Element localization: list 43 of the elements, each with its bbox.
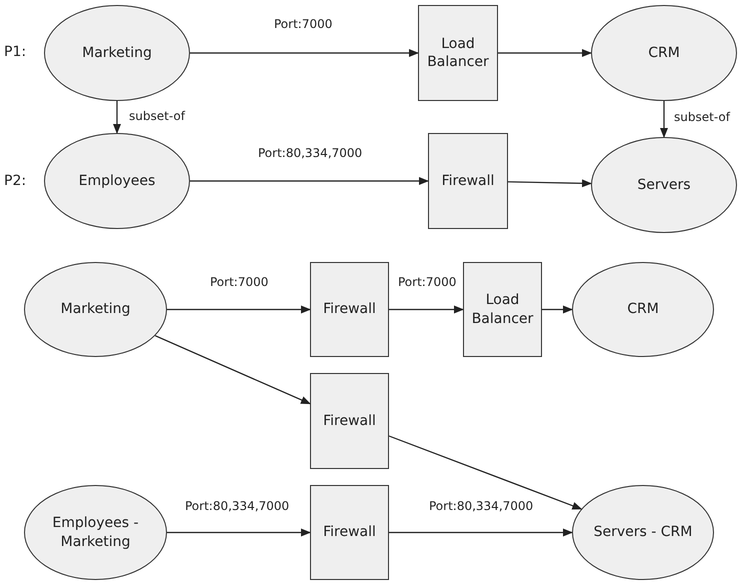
edge-label: Port:80,334,7000 <box>183 499 292 514</box>
arrow <box>154 335 311 404</box>
arrow <box>389 528 573 536</box>
arrow <box>167 528 311 536</box>
node-label: Load Balancer <box>470 291 534 328</box>
arrow <box>542 306 573 314</box>
arrow <box>167 306 311 314</box>
node-label: Servers <box>636 176 692 194</box>
node-label: Load Balancer <box>426 34 490 72</box>
node-label: CRM <box>626 300 660 319</box>
node-label: CRM <box>647 44 681 62</box>
node-label: Employees - Marketing <box>51 514 140 551</box>
arrow <box>190 177 429 185</box>
process-box <box>418 5 498 101</box>
process-box <box>463 262 542 357</box>
arrow <box>389 306 464 314</box>
node-label: Firewall <box>440 172 496 190</box>
row-label: P1: <box>4 44 26 60</box>
process-box <box>428 133 508 229</box>
arrow <box>660 101 668 138</box>
arrow <box>388 435 582 510</box>
node-label: Servers - CRM <box>592 523 694 542</box>
node-label: Firewall <box>322 523 377 542</box>
node-label: Firewall <box>322 412 377 430</box>
node-label: Marketing <box>60 300 132 319</box>
edge-label: Port:7000 <box>208 275 270 290</box>
arrow <box>498 49 592 57</box>
edge-label: Port:80,334,7000 <box>256 146 364 160</box>
node-label: Employees <box>78 172 156 190</box>
arrow <box>508 179 592 188</box>
edge-label: Port:7000 <box>272 17 334 32</box>
node-label: Firewall <box>322 300 377 319</box>
process-box <box>310 485 389 580</box>
process-box <box>310 262 389 357</box>
arrow <box>113 101 121 134</box>
process-box <box>310 373 389 469</box>
edge-label: subset-of <box>672 110 732 124</box>
edge-label: Port:7000 <box>396 275 458 290</box>
node-label: Marketing <box>81 44 153 62</box>
edge-label: Port:80,334,7000 <box>427 499 536 514</box>
row-label: P2: <box>4 173 26 189</box>
arrow <box>190 49 419 57</box>
edge-label: subset-of <box>127 109 187 124</box>
